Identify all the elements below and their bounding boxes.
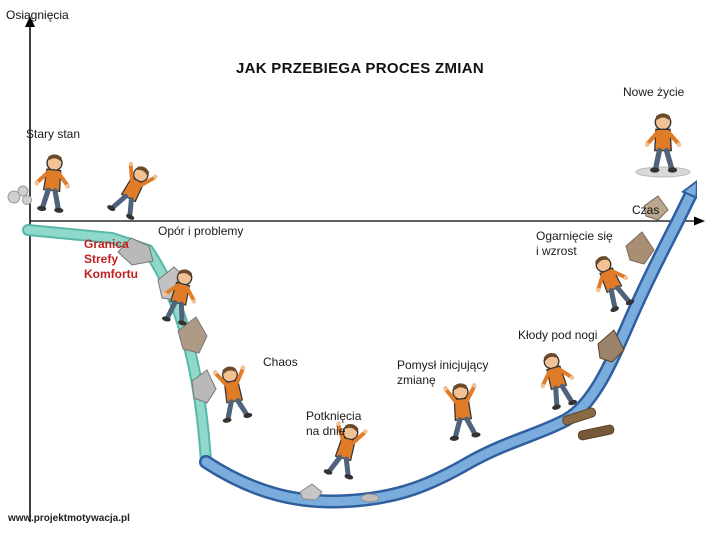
ascent-curve	[199, 180, 697, 509]
man-over-logs-icon	[533, 349, 582, 413]
x-axis-label: Czas	[632, 203, 660, 217]
man-in-chaos-icon	[212, 364, 254, 424]
label-recovery-and-growth: Ogarnięcie się i wzrost	[536, 229, 613, 258]
smoke-puff-icon	[7, 185, 32, 205]
y-axis-label: Osiągnięcia	[6, 8, 69, 22]
label-chaos: Chaos	[263, 355, 298, 369]
watermark: www.projektmotywacja.pl	[8, 513, 130, 524]
x-axis	[30, 216, 705, 226]
walking-man-old-state-icon	[32, 153, 73, 214]
label-resistance: Opór i problemy	[158, 224, 244, 238]
summit-rocks-icon	[625, 166, 691, 265]
label-stumbles-at-bottom: Potknięcia na dnie	[306, 409, 362, 438]
growth-arrow-fill-icon	[685, 183, 696, 196]
label-new-life: Nowe życie	[623, 85, 685, 99]
label-comfort-zone-boundary: Granica Strefy Komfortu	[84, 237, 138, 281]
label-initiating-idea: Pomysł inicjujący zmianę	[397, 358, 489, 387]
man-falling-off-edge-icon	[105, 160, 159, 223]
logs-icon	[562, 329, 625, 441]
man-new-life-icon	[645, 113, 682, 172]
bottom-rocks-icon	[299, 483, 380, 503]
x-axis-arrow-icon	[694, 216, 705, 226]
man-running-with-idea-icon	[443, 382, 482, 442]
label-old-state: Stary stan	[26, 127, 81, 141]
label-obstacles: Kłody pod nogi	[518, 328, 598, 342]
diagram-title: JAK PRZEBIEGA PROCES ZMIAN	[235, 60, 485, 77]
y-axis	[25, 16, 35, 522]
y-axis-arrow-icon	[25, 16, 35, 27]
